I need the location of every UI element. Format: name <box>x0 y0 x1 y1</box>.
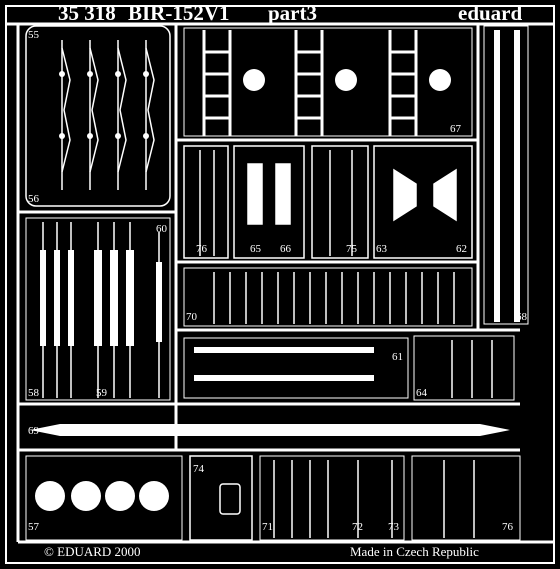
label-63: 63 <box>376 243 388 255</box>
label-69: 69 <box>28 425 40 437</box>
sheet-part: part3 <box>268 1 317 25</box>
part-55-56 <box>25 25 171 207</box>
part-74 <box>189 455 253 541</box>
part-row-middle <box>183 145 473 259</box>
label-58: 58 <box>28 387 40 399</box>
kit-name: BIR-152V1 <box>128 1 230 25</box>
label-60: 60 <box>156 223 168 235</box>
label-74: 74 <box>193 463 205 475</box>
brand-name: eduard <box>458 1 523 25</box>
copyright-text: © EDUARD 2000 <box>44 544 141 559</box>
origin-text: Made in Czech Republic <box>350 544 479 559</box>
part-70-row <box>183 267 473 327</box>
part-69-strip <box>30 424 510 436</box>
label-56: 56 <box>28 193 40 205</box>
label-64: 64 <box>416 387 428 399</box>
label-66: 66 <box>280 243 292 255</box>
label-57: 57 <box>28 521 40 533</box>
header: 35 318 BIR-152V1 part3 eduard <box>58 1 523 25</box>
catalog-number: 35 318 <box>58 1 116 25</box>
label-62: 62 <box>456 243 467 255</box>
label-76: 76 <box>196 243 208 255</box>
footer: © EDUARD 2000 Made in Czech Republic <box>44 544 479 559</box>
part-number-labels: 55 56 57 58 59 60 61 62 63 64 65 66 67 6… <box>28 29 528 533</box>
label-73: 73 <box>388 521 400 533</box>
label-65: 65 <box>250 243 262 255</box>
label-55: 55 <box>28 29 40 41</box>
fret-frame <box>5 5 555 564</box>
part-64-pins <box>413 335 515 401</box>
label-76-second: 76 <box>502 521 514 533</box>
part-67-ladders <box>183 27 473 137</box>
label-70: 70 <box>186 311 198 323</box>
label-68: 68 <box>516 311 528 323</box>
part-68-bars <box>483 25 529 325</box>
label-75: 75 <box>346 243 358 255</box>
label-72: 72 <box>352 521 363 533</box>
part-57-discs <box>25 455 183 541</box>
label-59: 59 <box>96 387 108 399</box>
part-78 <box>411 455 521 541</box>
sprue-lines <box>6 22 554 544</box>
part-58-59-60 <box>25 217 171 401</box>
part-61-rods <box>183 337 409 399</box>
label-67: 67 <box>450 123 462 135</box>
part-71-72-73 <box>259 455 405 541</box>
label-71: 71 <box>262 521 273 533</box>
label-61: 61 <box>392 351 403 363</box>
